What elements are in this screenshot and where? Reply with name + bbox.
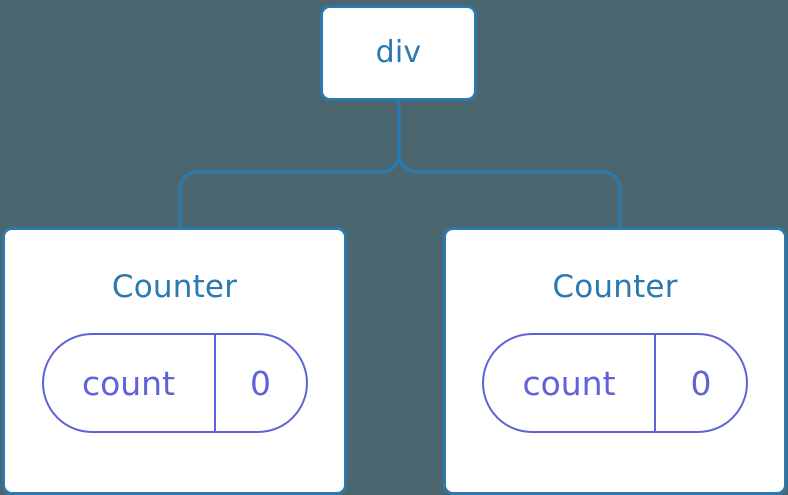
state-value-cell: 0: [216, 335, 306, 431]
state-key-cell: count: [484, 335, 656, 431]
node-div[interactable]: div: [320, 5, 477, 101]
state-key-cell: count: [44, 335, 216, 431]
node-counter-0-label: Counter: [111, 269, 238, 305]
node-counter-0[interactable]: Counter count 0: [2, 227, 347, 495]
node-div-label: div: [375, 35, 422, 70]
state-value-label: 0: [690, 363, 712, 403]
edge-div-to-counter-1: [397, 99, 622, 233]
edge-div-to-counter-0: [178, 99, 401, 233]
state-value-label: 0: [250, 363, 271, 403]
state-pill-counter-0[interactable]: count 0: [41, 333, 308, 433]
node-counter-1-label: Counter: [552, 269, 678, 305]
state-key-label: count: [522, 363, 616, 403]
node-counter-1[interactable]: Counter count 0: [443, 227, 787, 495]
state-key-label: count: [81, 363, 176, 403]
state-pill-counter-1[interactable]: count 0: [482, 333, 748, 433]
state-value-cell: 0: [656, 335, 746, 431]
